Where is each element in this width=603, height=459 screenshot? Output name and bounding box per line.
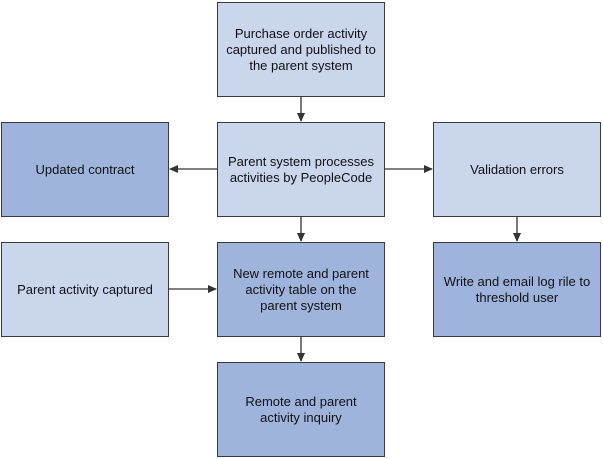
box-updated-contract: Updated contract bbox=[1, 122, 169, 217]
box-purchase-order-label: Purchase order activity captured and pub… bbox=[226, 25, 376, 73]
box-new-remote-table: New remote and parent activity table on … bbox=[217, 242, 385, 337]
box-write-email-log-label: Write and email log rile to threshold us… bbox=[443, 273, 591, 305]
box-updated-contract-label: Updated contract bbox=[35, 161, 135, 177]
box-write-email-log: Write and email log rile to threshold us… bbox=[433, 242, 601, 337]
box-activity-inquiry-label: Remote and parent activity inquiry bbox=[245, 393, 357, 425]
box-parent-activity-captured: Parent activity captured bbox=[1, 242, 169, 337]
box-parent-process-label: Parent system processes activities by Pe… bbox=[228, 153, 374, 185]
box-activity-inquiry: Remote and parent activity inquiry bbox=[217, 362, 385, 457]
box-validation-errors: Validation errors bbox=[433, 122, 601, 217]
box-new-remote-table-label: New remote and parent activity table on … bbox=[233, 265, 369, 313]
box-parent-activity-captured-label: Parent activity captured bbox=[17, 281, 153, 297]
box-purchase-order: Purchase order activity captured and pub… bbox=[217, 2, 385, 97]
box-parent-process: Parent system processes activities by Pe… bbox=[217, 122, 385, 217]
box-validation-errors-label: Validation errors bbox=[470, 161, 564, 177]
